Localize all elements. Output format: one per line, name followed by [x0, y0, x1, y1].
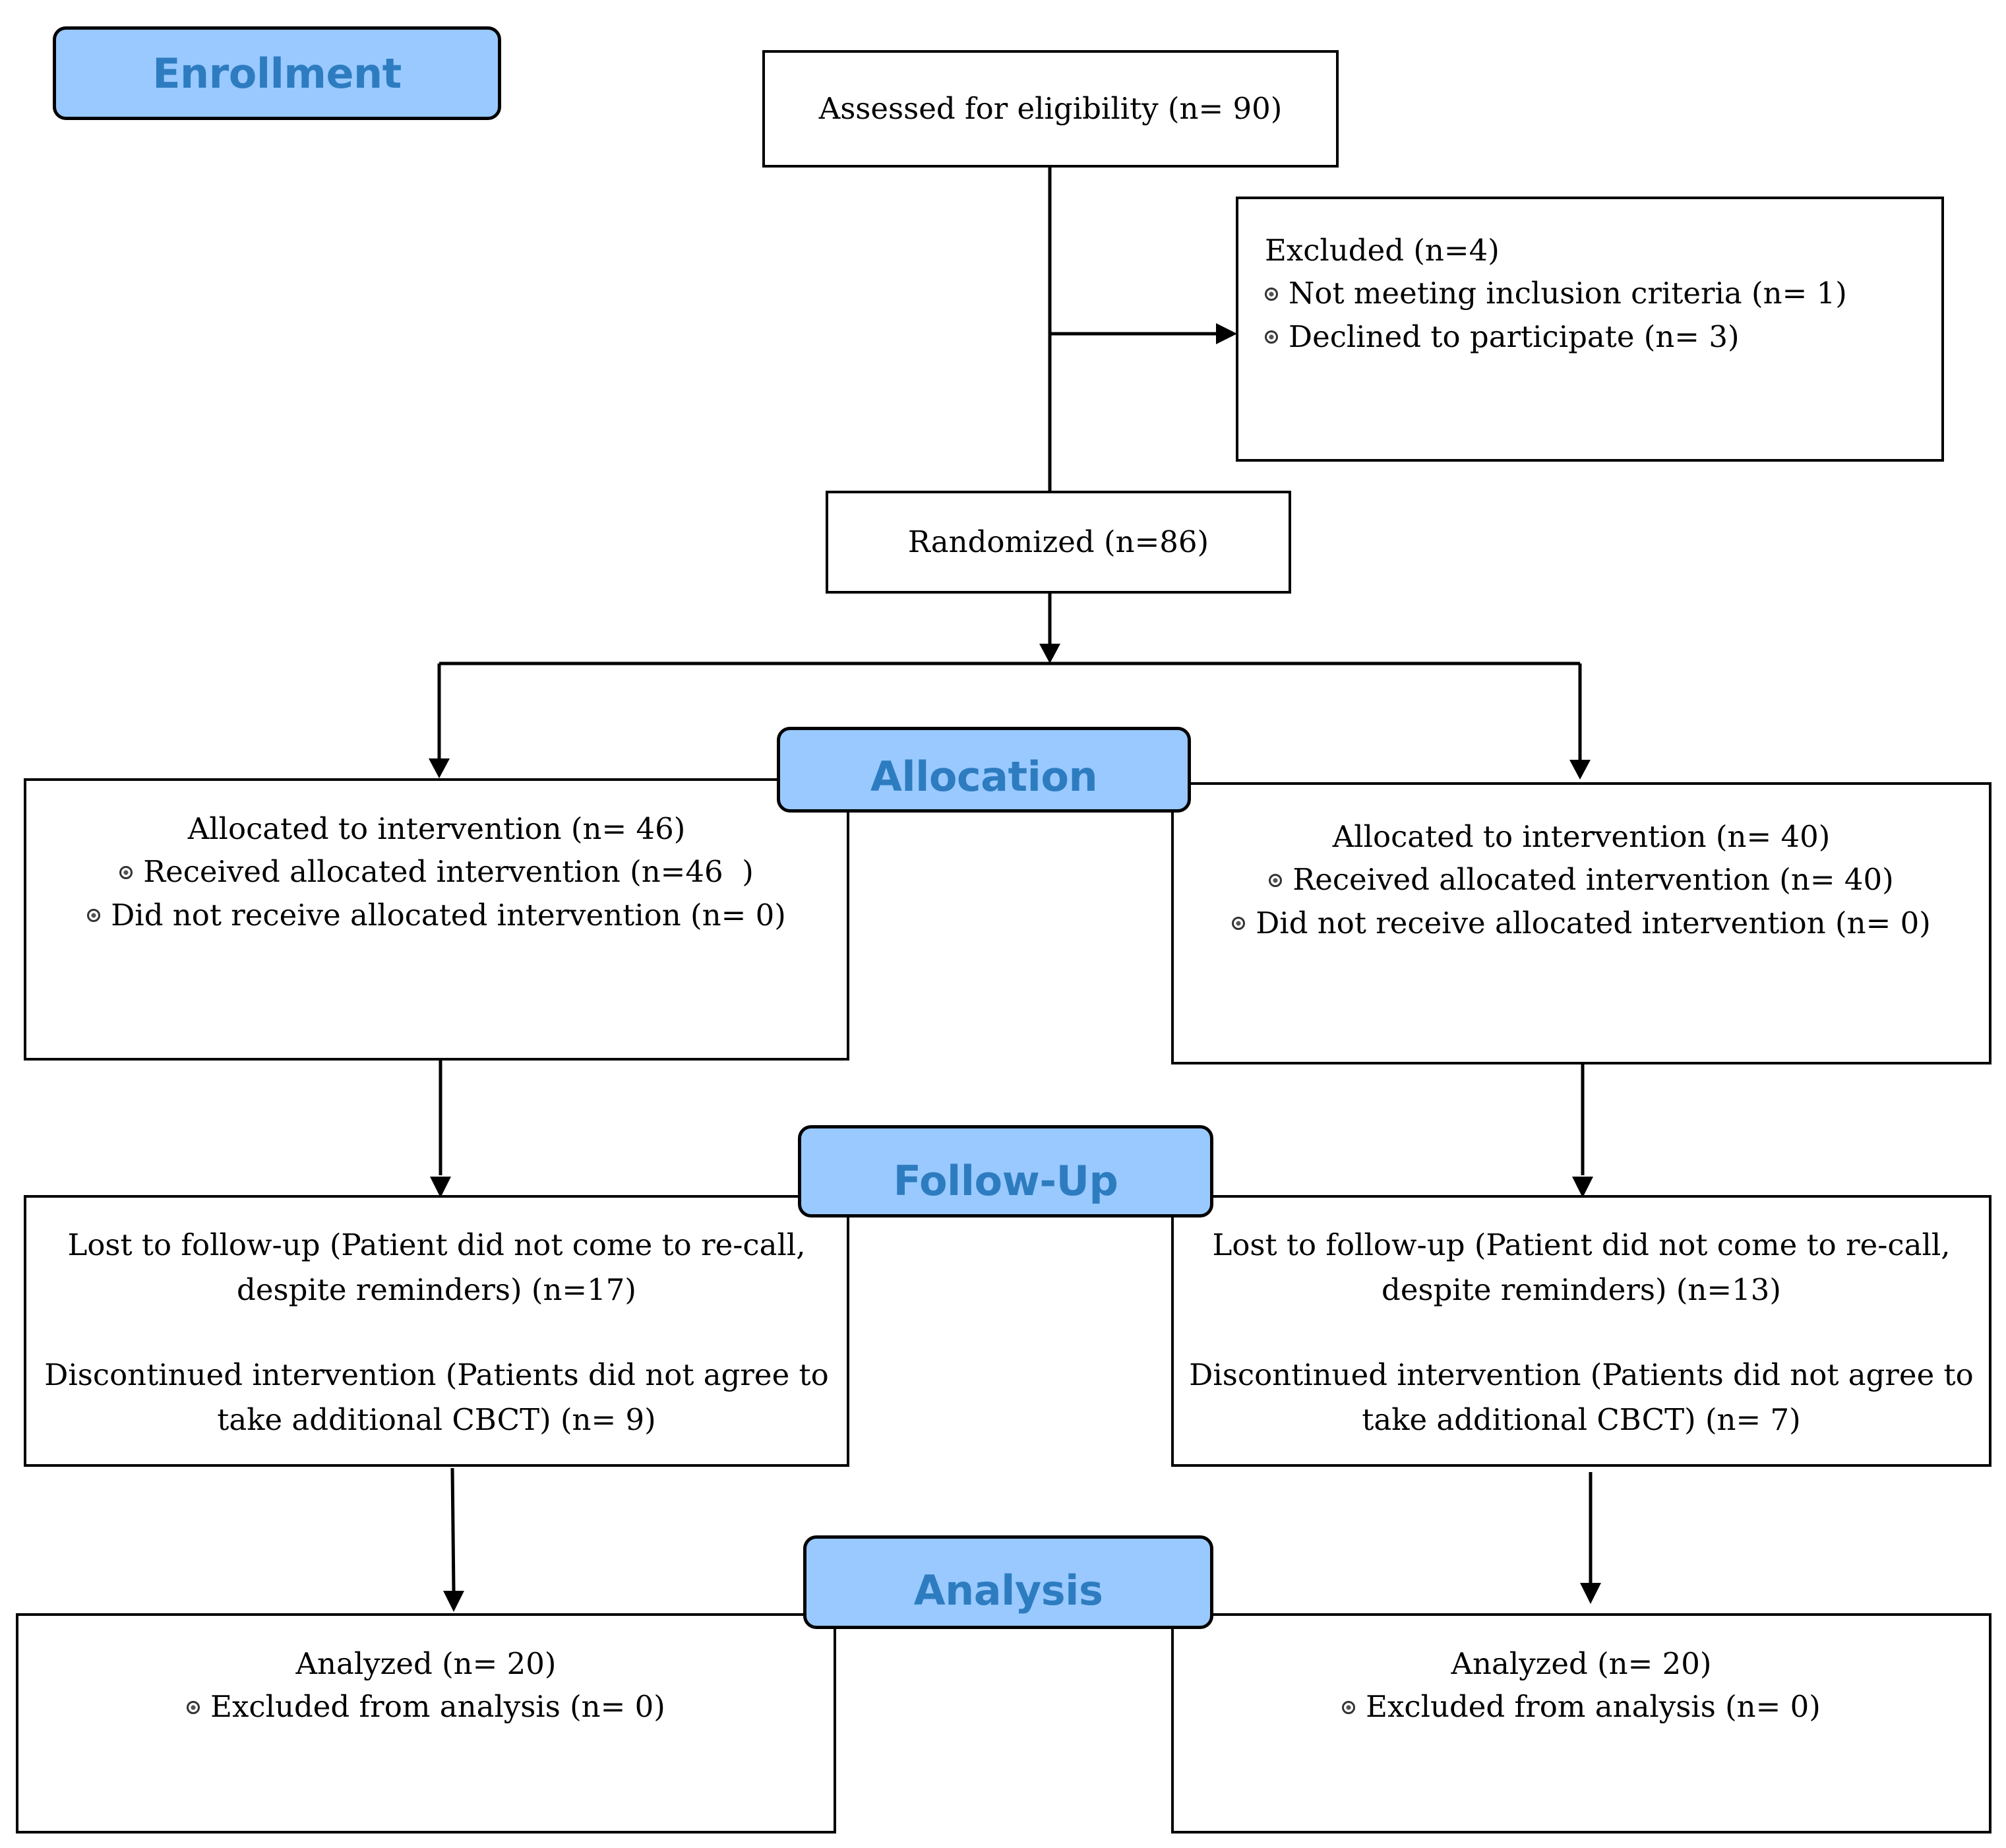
randomized-label: Randomized (n=86)	[907, 524, 1209, 560]
bullet-icon	[1265, 287, 1278, 301]
allocation-right-box: Allocated to intervention (n= 40) Receiv…	[1171, 782, 1991, 1064]
followup-right-discontinued-line: take additional CBCT) (n= 7)	[1362, 1401, 1801, 1437]
excluded-item: Not meeting inclusion criteria (n= 1)	[1265, 272, 1941, 315]
bullet-icon	[1265, 330, 1278, 344]
followup-left-discontinued-line: Discontinued intervention (Patients did …	[44, 1357, 829, 1392]
stage-label-enrollment-text: Enrollment	[152, 49, 402, 98]
followup-left-box: Lost to follow-up (Patient did not come …	[24, 1195, 849, 1467]
allocation-right-item: Received allocated intervention (n= 40)	[1174, 858, 1989, 901]
followup-right-lost-line: Lost to follow-up (Patient did not come …	[1212, 1227, 1951, 1262]
bullet-icon	[1342, 1700, 1356, 1714]
arrowhead-allocation-left	[429, 758, 450, 778]
allocation-left-item: Did not receive allocated intervention (…	[26, 894, 847, 937]
arrowhead-excluded	[1216, 323, 1237, 344]
arrowhead-followup-left	[430, 1177, 451, 1198]
arrowhead-split	[1039, 644, 1060, 663]
stage-label-analysis-text: Analysis	[913, 1566, 1103, 1615]
stage-label-follow-up-text: Follow-Up	[893, 1156, 1118, 1205]
allocation-left-title: Allocated to intervention (n= 46)	[187, 811, 686, 846]
stage-label-allocation: Allocation	[777, 727, 1191, 813]
arrowhead-analysis-right	[1580, 1583, 1601, 1604]
stage-label-allocation-text: Allocation	[870, 752, 1098, 801]
allocation-right-title: Allocated to intervention (n= 40)	[1332, 819, 1831, 854]
bullet-icon	[87, 909, 101, 922]
excluded-title: Excluded (n=4)	[1265, 233, 1500, 268]
bullet-icon	[1232, 917, 1246, 930]
followup-right-discontinued-line: Discontinued intervention (Patients did …	[1189, 1357, 1974, 1392]
randomized-box: Randomized (n=86)	[826, 491, 1291, 594]
followup-left-lost-line: despite reminders) (n=17)	[237, 1272, 636, 1307]
analysis-right-item: Excluded from analysis (n= 0)	[1174, 1685, 1989, 1728]
assessed-box: Assessed for eligibility (n= 90)	[762, 50, 1339, 168]
stage-label-analysis: Analysis	[803, 1535, 1213, 1629]
arrowhead-followup-right	[1572, 1177, 1593, 1198]
analysis-left-box: Analyzed (n= 20) Excluded from analysis …	[16, 1613, 836, 1833]
excluded-item: Declined to participate (n= 3)	[1265, 315, 1941, 358]
analysis-right-title: Analyzed (n= 20)	[1451, 1646, 1712, 1681]
followup-right-box: Lost to follow-up (Patient did not come …	[1171, 1195, 1991, 1467]
connector-followup-analysis-left	[450, 1467, 456, 1591]
analysis-left-item: Excluded from analysis (n= 0)	[18, 1685, 834, 1728]
stage-label-enrollment: Enrollment	[53, 26, 501, 120]
allocation-left-box: Allocated to intervention (n= 46) Receiv…	[24, 778, 849, 1061]
spacer	[1174, 1312, 1989, 1353]
arrowhead-allocation-right	[1569, 760, 1591, 780]
allocation-right-item: Did not receive allocated intervention (…	[1174, 902, 1989, 944]
arrowhead-analysis-left	[443, 1591, 464, 1612]
followup-right-lost-line: despite reminders) (n=13)	[1382, 1272, 1781, 1307]
stage-label-follow-up: Follow-Up	[798, 1125, 1213, 1217]
bullet-icon	[187, 1700, 200, 1714]
spacer	[26, 1312, 847, 1353]
analysis-right-box: Analyzed (n= 20) Excluded from analysis …	[1171, 1613, 1991, 1833]
assessed-label: Assessed for eligibility (n= 90)	[818, 91, 1283, 127]
allocation-left-item: Received allocated intervention (n=46 )	[26, 850, 847, 893]
analysis-left-title: Analyzed (n= 20)	[295, 1646, 557, 1681]
bullet-icon	[119, 865, 133, 879]
followup-left-discontinued-line: take additional CBCT) (n= 9)	[217, 1401, 656, 1437]
followup-left-lost-line: Lost to follow-up (Patient did not come …	[67, 1227, 806, 1262]
bullet-icon	[1269, 873, 1283, 887]
excluded-box: Excluded (n=4) Not meeting inclusion cri…	[1236, 197, 1944, 462]
